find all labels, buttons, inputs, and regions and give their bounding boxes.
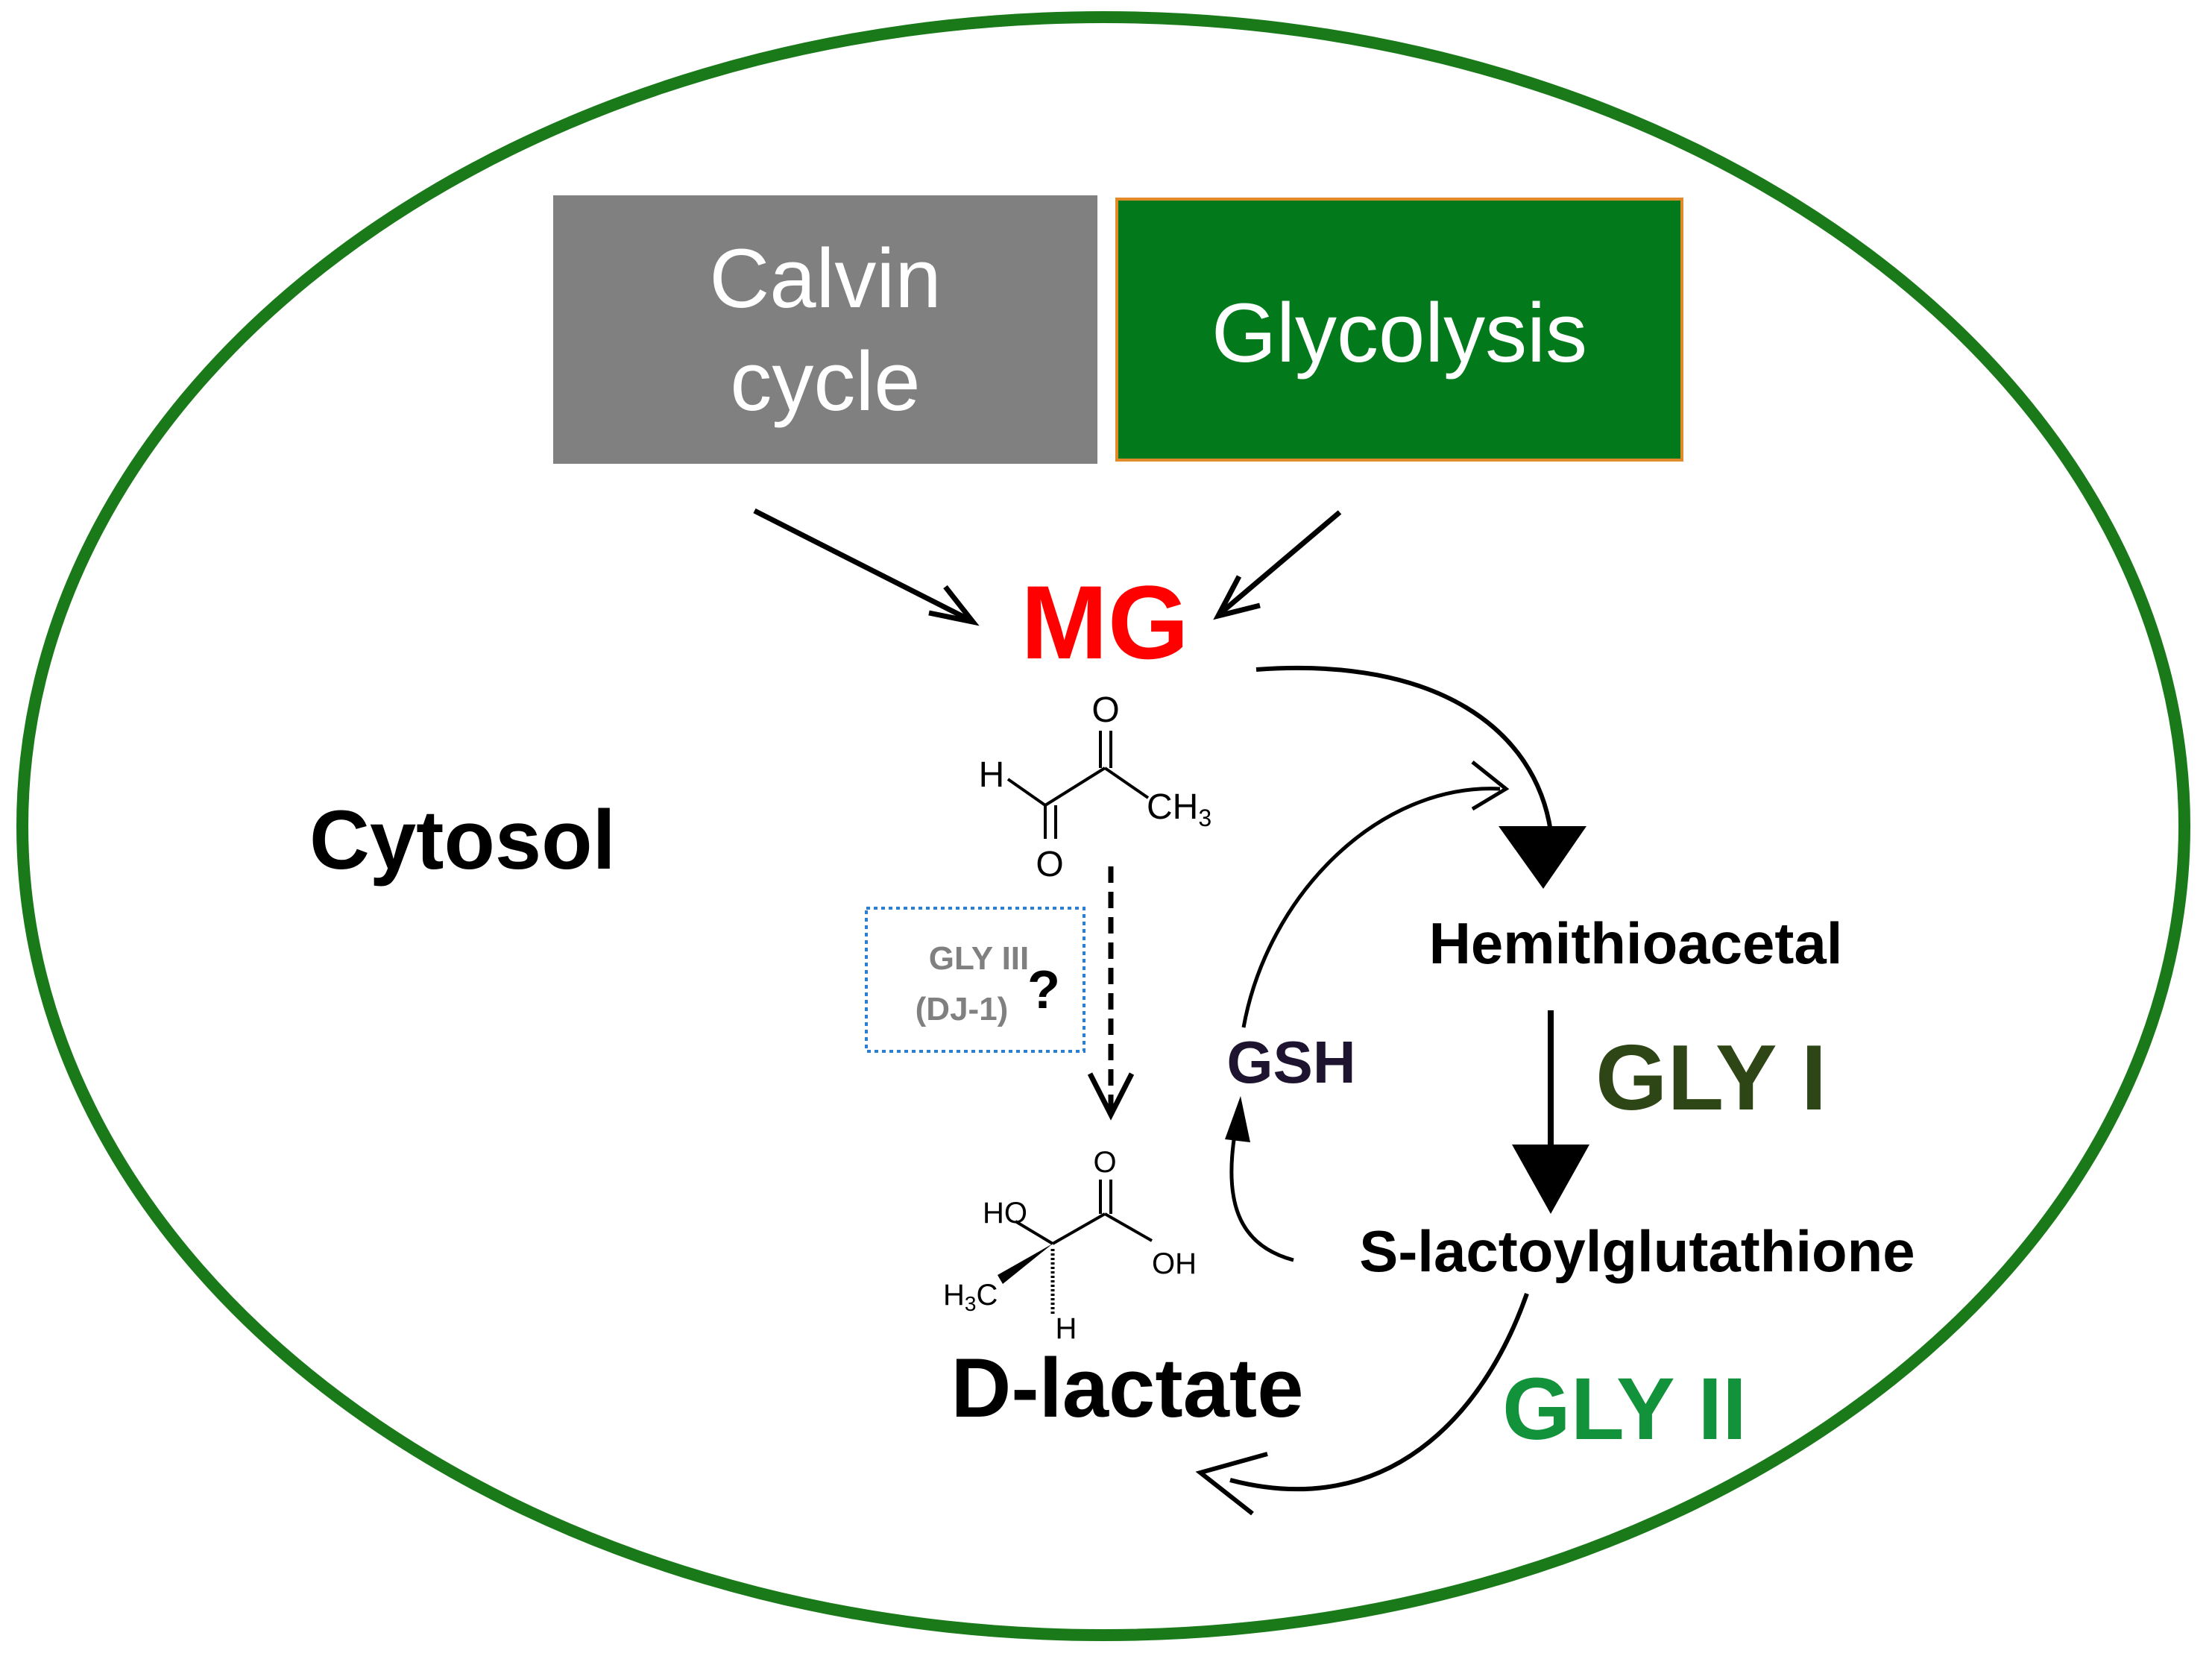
cytosol-label: Cytosol bbox=[309, 793, 616, 887]
arrow-gly2 bbox=[1195, 1293, 1529, 1516]
lactate-oh: OH bbox=[1152, 1247, 1197, 1280]
mg-label: MG bbox=[1021, 564, 1189, 681]
lactate-h3c: H3C bbox=[943, 1279, 998, 1315]
glycolysis-label: Glycolysis bbox=[1211, 286, 1587, 380]
arrow-gly1 bbox=[1512, 1010, 1589, 1214]
cell-boundary bbox=[16, 11, 2190, 1641]
arrow-glycolysis-to-mg bbox=[1213, 510, 1342, 620]
gly2-label: GLY II bbox=[1502, 1360, 1747, 1458]
hemithioacetal-label: Hemithioacetal bbox=[1429, 910, 1843, 976]
arrow-slactoyl-to-gsh bbox=[1225, 1096, 1294, 1262]
gly3-question-mark: ? bbox=[1027, 960, 1060, 1020]
lactate-h: H bbox=[1056, 1312, 1077, 1345]
calvin-label-line2: cycle bbox=[730, 335, 920, 428]
arrow-mg-to-hemithioacetal bbox=[1255, 665, 1586, 889]
gly3-label-line2: (DJ-1) bbox=[916, 991, 1009, 1027]
s-lactoylglutathione-label: S-lactoylglutathione bbox=[1359, 1218, 1915, 1284]
gly3-box bbox=[865, 907, 1085, 1053]
calvin-cycle-box: Calvin cycle bbox=[553, 195, 1097, 464]
d-lactate-wedge bbox=[998, 1244, 1053, 1284]
calvin-label-line1: Calvin bbox=[709, 232, 941, 325]
gsh-label: GSH bbox=[1226, 1029, 1355, 1095]
lactate-o-top: O bbox=[1093, 1146, 1116, 1179]
methylglyoxal-structure bbox=[1006, 731, 1150, 839]
lactate-ho: HO bbox=[983, 1197, 1027, 1230]
gly3-label-line1: GLY III bbox=[929, 940, 1030, 977]
glycolysis-box: Glycolysis bbox=[1115, 198, 1683, 462]
mg-structure-ch3: CH3 bbox=[1147, 787, 1211, 831]
d-lactate-structure bbox=[1014, 1180, 1153, 1314]
mg-structure-o-top: O bbox=[1091, 690, 1119, 730]
mg-structure-h: H bbox=[979, 755, 1005, 795]
arrow-calvin-to-mg bbox=[753, 508, 980, 626]
mg-structure-o-bottom: O bbox=[1036, 845, 1063, 884]
arrow-gsh-to-hemithioacetal bbox=[1241, 761, 1510, 1028]
dashed-arrow-gly3 bbox=[1087, 866, 1135, 1121]
gly1-label: GLY I bbox=[1595, 1027, 1827, 1130]
d-lactate-label: D-lactate bbox=[951, 1341, 1303, 1435]
